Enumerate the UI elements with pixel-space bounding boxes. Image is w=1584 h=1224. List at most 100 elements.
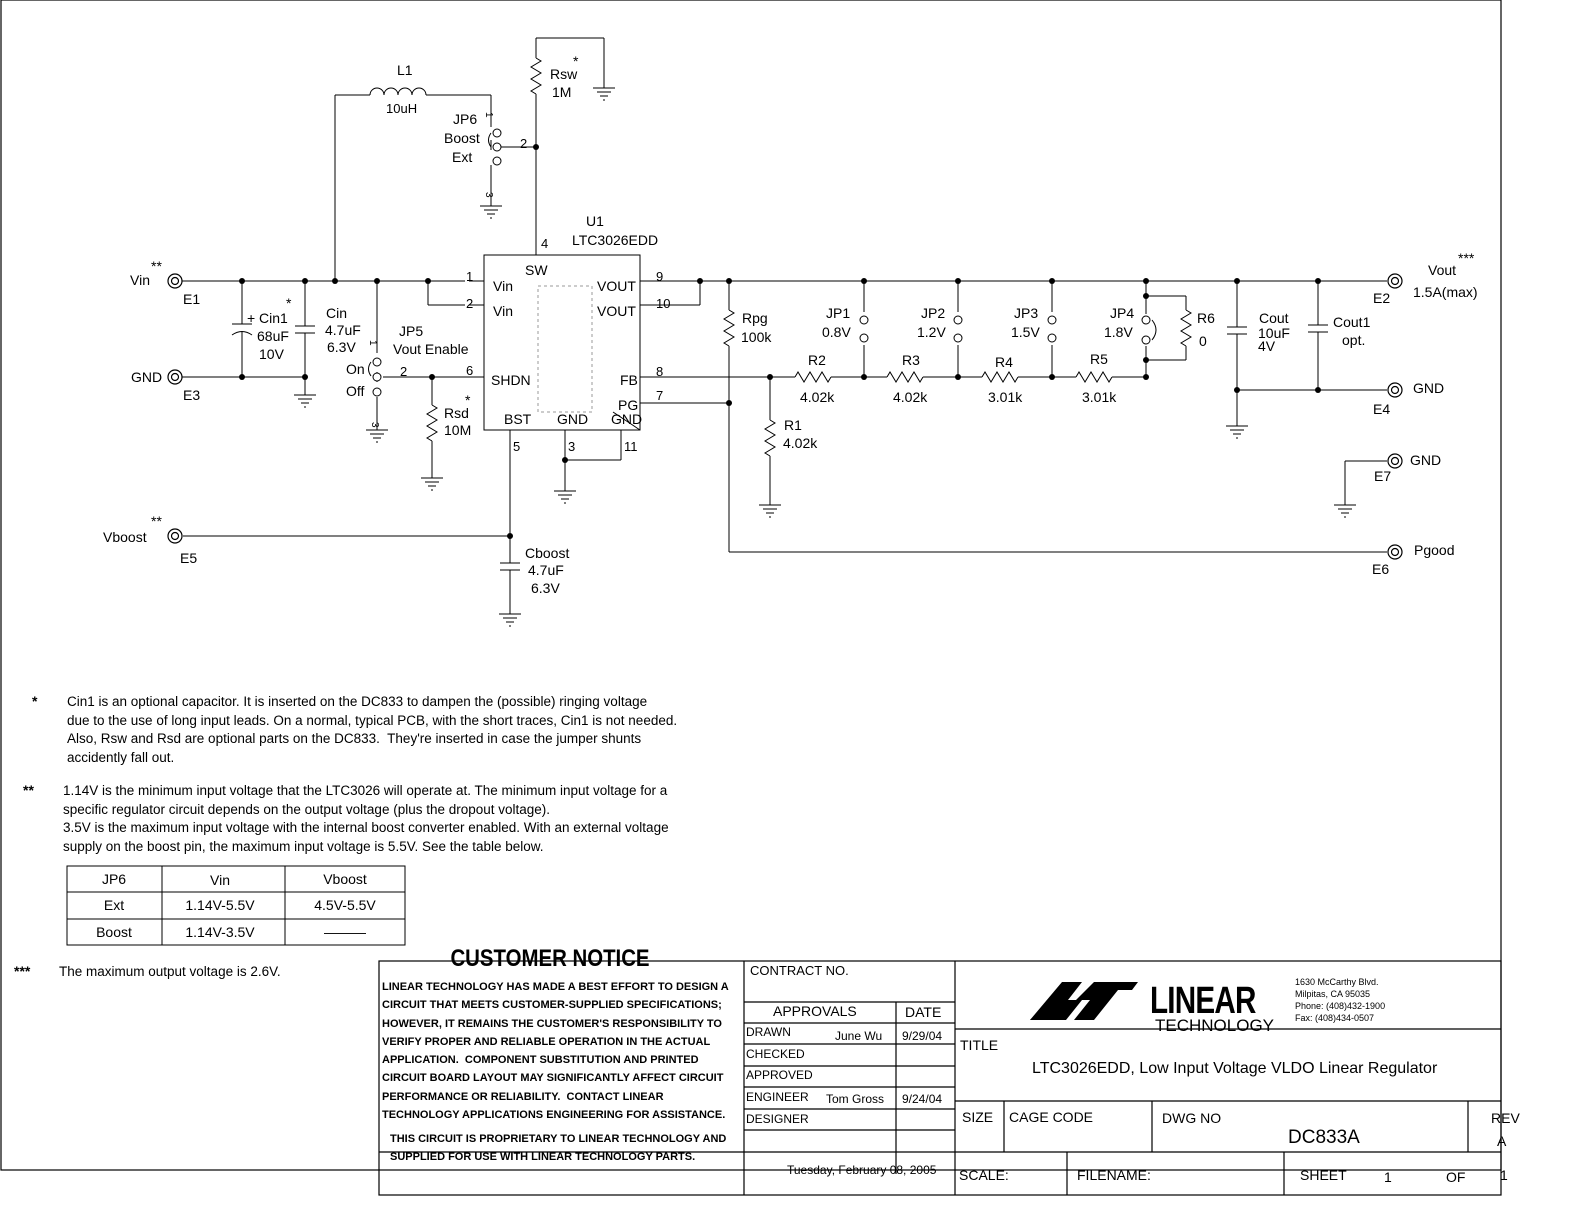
title-block — [378, 960, 1502, 1196]
JP6-pin3: 3 — [483, 192, 494, 198]
linear-technology-logo: LINEAR TECHNOLOGY — [1030, 980, 1274, 1035]
pgood-label: Pgood — [1414, 542, 1454, 558]
JP6-pin2: 2 — [520, 136, 527, 151]
contract-no: CONTRACT NO. — [750, 963, 849, 978]
drawn-date: 9/29/04 — [902, 1029, 942, 1043]
ic-gnd1: GND — [557, 411, 588, 427]
vout-stars: *** — [1458, 250, 1475, 266]
jp6-table — [66, 865, 406, 946]
phone: Phone: (408)432-1900 — [1295, 1001, 1385, 1011]
Cin1-volt: 10V — [259, 346, 285, 362]
ic-vout2: VOUT — [597, 303, 636, 319]
R5-value: 3.01k — [1082, 389, 1117, 405]
address-line1: 1630 McCarthy Blvd. — [1295, 977, 1379, 987]
Cout-cap: 10uF — [1258, 325, 1290, 341]
ic-gnd2: GND — [611, 411, 642, 427]
size-label: SIZE — [962, 1109, 993, 1125]
ic-pg: PG — [618, 397, 638, 413]
JP5-pin3: 3 — [369, 422, 380, 428]
E3-label: E3 — [183, 387, 200, 403]
R2-ref: R2 — [808, 352, 826, 368]
Rsw-ref: Rsw — [550, 66, 578, 82]
Rpg-ref: Rpg — [742, 310, 768, 326]
JP6-boost: Boost — [444, 130, 480, 146]
R5-ref: R5 — [1090, 351, 1108, 367]
Cboost-volt: 6.3V — [531, 580, 560, 596]
checked-label: CHECKED — [746, 1047, 805, 1061]
JP3-ref: JP3 — [1014, 305, 1038, 321]
R3-value: 4.02k — [893, 389, 928, 405]
table-header-jp6: JP6 — [102, 871, 126, 887]
U1-part: LTC3026EDD — [572, 232, 658, 248]
Cin1-plus: + — [247, 310, 255, 326]
ic-pad-outline — [537, 285, 593, 413]
vboost-stars: ** — [151, 513, 162, 529]
JP5-off: Off — [346, 383, 365, 399]
Cin-cap: 4.7uF — [325, 322, 361, 338]
E4-label: E4 — [1373, 401, 1390, 417]
svg-text:LINEAR: LINEAR — [1150, 980, 1256, 1022]
junctions — [239, 144, 1321, 539]
Cin1-ref: Cin1 — [259, 310, 288, 326]
sheet-label: SHEET — [1300, 1167, 1347, 1183]
R3-ref: R3 — [902, 352, 920, 368]
ic-fb: FB — [620, 372, 638, 388]
ic-bst: BST — [504, 411, 532, 427]
L1-value: 10uH — [386, 101, 417, 116]
engineer-label: ENGINEER — [746, 1090, 809, 1104]
E2-label: E2 — [1373, 290, 1390, 306]
pin-4: 4 — [541, 236, 548, 251]
Cout-volt: 4V — [1258, 338, 1276, 354]
drawn-by: June Wu — [835, 1029, 882, 1043]
ic-vin1: Vin — [493, 278, 513, 294]
JP2-voltage: 1.2V — [917, 324, 946, 340]
filename-label: FILENAME: — [1077, 1167, 1151, 1183]
pin-2: 2 — [466, 296, 473, 311]
JP1-ref: JP1 — [826, 305, 850, 321]
JP6-pin1: 1 — [483, 112, 494, 118]
pin-7: 7 — [656, 388, 663, 403]
JP6-ext: Ext — [452, 149, 472, 165]
R1-ref: R1 — [784, 417, 802, 433]
JP1-voltage: 0.8V — [822, 324, 851, 340]
gnd-E7-label: GND — [1410, 452, 1441, 468]
JP3-voltage: 1.5V — [1011, 324, 1040, 340]
JP5-pin2: 2 — [400, 364, 407, 379]
table-header-vboost: Vboost — [323, 871, 367, 887]
E7-label: E7 — [1374, 468, 1391, 484]
R6-value: 0 — [1199, 333, 1207, 349]
vboost-label: Vboost — [103, 529, 147, 545]
gnd-in-label: GND — [131, 369, 162, 385]
pin-3: 3 — [568, 439, 575, 454]
vin-label: Vin — [130, 272, 150, 288]
R2-value: 4.02k — [800, 389, 835, 405]
R4-ref: R4 — [995, 354, 1013, 370]
of-label: OF — [1446, 1169, 1465, 1185]
drawn-label: DRAWN — [746, 1025, 791, 1039]
table-header-vin: Vin — [210, 872, 230, 888]
drawing-title: LTC3026EDD, Low Input Voltage VLDO Linea… — [1032, 1060, 1438, 1077]
R4-value: 3.01k — [988, 389, 1023, 405]
JP5-ref: JP5 — [399, 323, 423, 339]
table-cell: 1.14V-3.5V — [185, 924, 255, 940]
E6-label: E6 — [1372, 561, 1389, 577]
pin-9: 9 — [656, 269, 663, 284]
pin-8: 8 — [656, 364, 663, 379]
L1-ref: L1 — [397, 62, 413, 78]
Rpg-value: 100k — [741, 329, 772, 345]
pin-10: 10 — [656, 296, 670, 311]
date-header: DATE — [905, 1004, 941, 1020]
scale-label: SCALE: — [959, 1167, 1009, 1183]
Cin1-star: * — [286, 295, 292, 311]
jumper-contacts — [372, 128, 1151, 397]
engineer-name: Tom Gross — [826, 1092, 884, 1106]
table-cell: 4.5V-5.5V — [314, 897, 376, 913]
JP5-pin1: 1 — [367, 340, 378, 346]
table-cell: ——— — [324, 924, 366, 940]
Cin-volt: 6.3V — [327, 339, 356, 355]
gnd-E4-label: GND — [1413, 380, 1444, 396]
Rsw-value: 1M — [552, 84, 571, 100]
JP2-ref: JP2 — [921, 305, 945, 321]
rev-label: REV — [1491, 1110, 1520, 1126]
Cin1-cap: 68uF — [257, 328, 289, 344]
